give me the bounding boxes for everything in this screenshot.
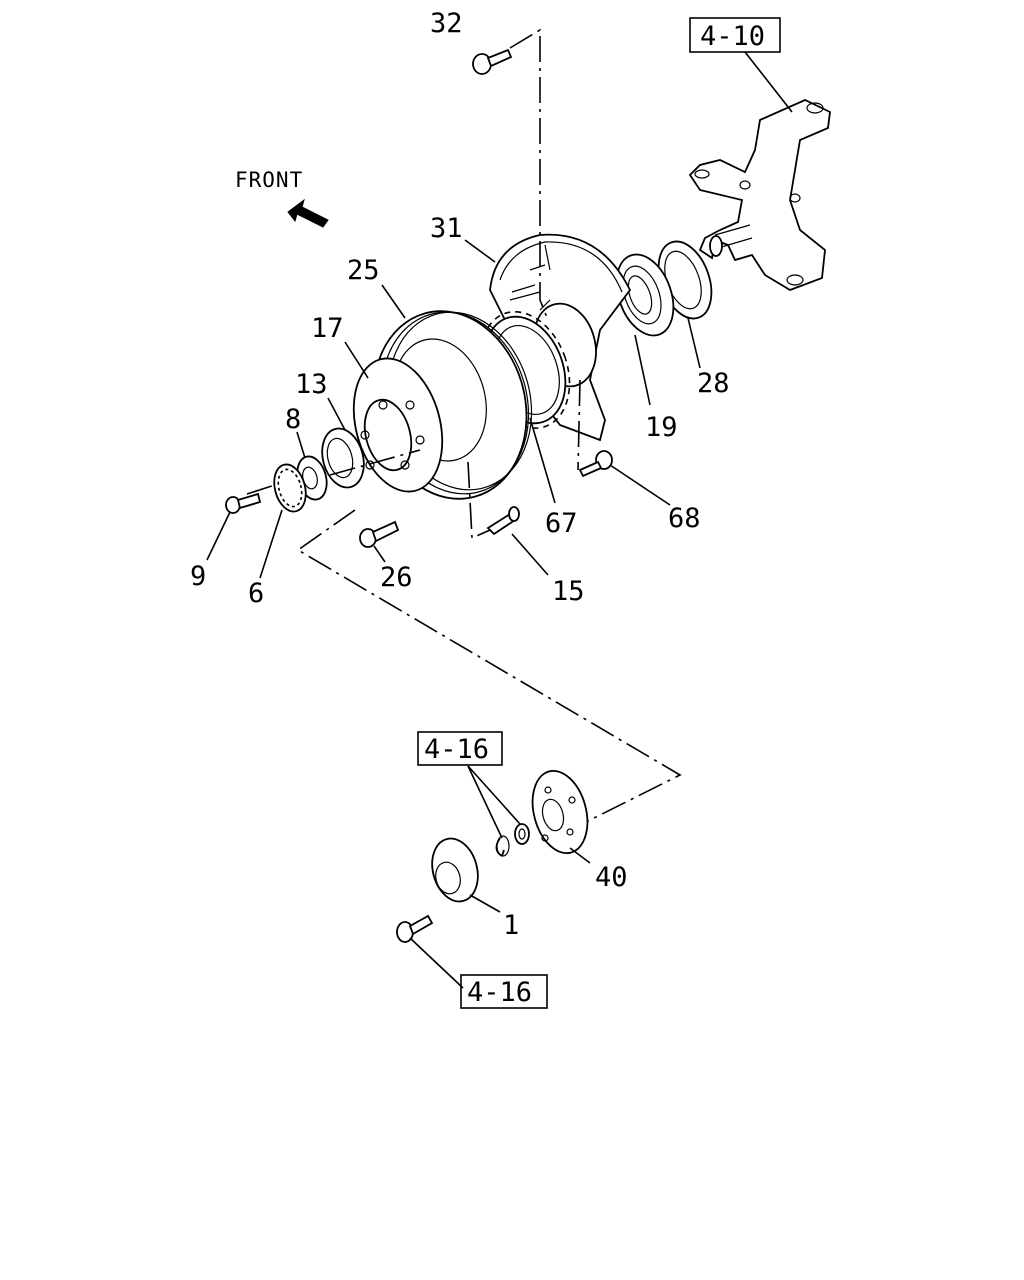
callout-8: 8 xyxy=(285,404,301,435)
lock-washer xyxy=(273,463,307,513)
callout-6: 6 xyxy=(248,578,264,609)
ref-label-knuckle: 4-10 xyxy=(700,21,765,52)
callout-19: 19 xyxy=(645,412,678,443)
bolt-9 xyxy=(225,492,262,514)
bolt-26 xyxy=(359,520,400,548)
snap-ring xyxy=(495,835,510,857)
wheel-stud xyxy=(486,506,520,536)
steering-knuckle xyxy=(688,99,831,291)
bearing xyxy=(615,253,675,337)
drive-flange xyxy=(531,769,589,855)
callout-32: 32 xyxy=(430,8,463,39)
callout-26: 26 xyxy=(380,562,413,593)
wheel-hub xyxy=(352,357,444,493)
callout-67: 67 xyxy=(545,508,578,539)
callout-9: 9 xyxy=(190,561,206,592)
callout-13: 13 xyxy=(295,369,328,400)
callout-17: 17 xyxy=(311,313,344,344)
flange-bolt xyxy=(396,914,434,943)
front-label: FRONT xyxy=(235,168,303,192)
callout-40: 40 xyxy=(595,862,628,893)
ref-label-upper: 4-16 xyxy=(424,734,489,765)
callout-68: 68 xyxy=(668,503,701,534)
callout-25: 25 xyxy=(347,255,380,286)
hub-cap xyxy=(431,837,479,903)
callout-28: 28 xyxy=(697,368,730,399)
inner-bearing xyxy=(321,427,365,489)
bolt-32 xyxy=(472,48,513,75)
callout-15: 15 xyxy=(552,576,585,607)
washer xyxy=(514,823,530,845)
bolt-68 xyxy=(578,450,613,478)
ref-label-lower: 4-16 xyxy=(467,977,532,1008)
callout-1: 1 xyxy=(503,910,519,941)
ref-box-upper[interactable]: 4-16 xyxy=(417,731,503,766)
front-arrow-icon xyxy=(287,198,329,228)
ref-box-lower[interactable]: 4-16 xyxy=(460,974,548,1009)
ref-box-knuckle[interactable]: 4-10 xyxy=(689,17,781,53)
callout-31: 31 xyxy=(430,213,463,244)
